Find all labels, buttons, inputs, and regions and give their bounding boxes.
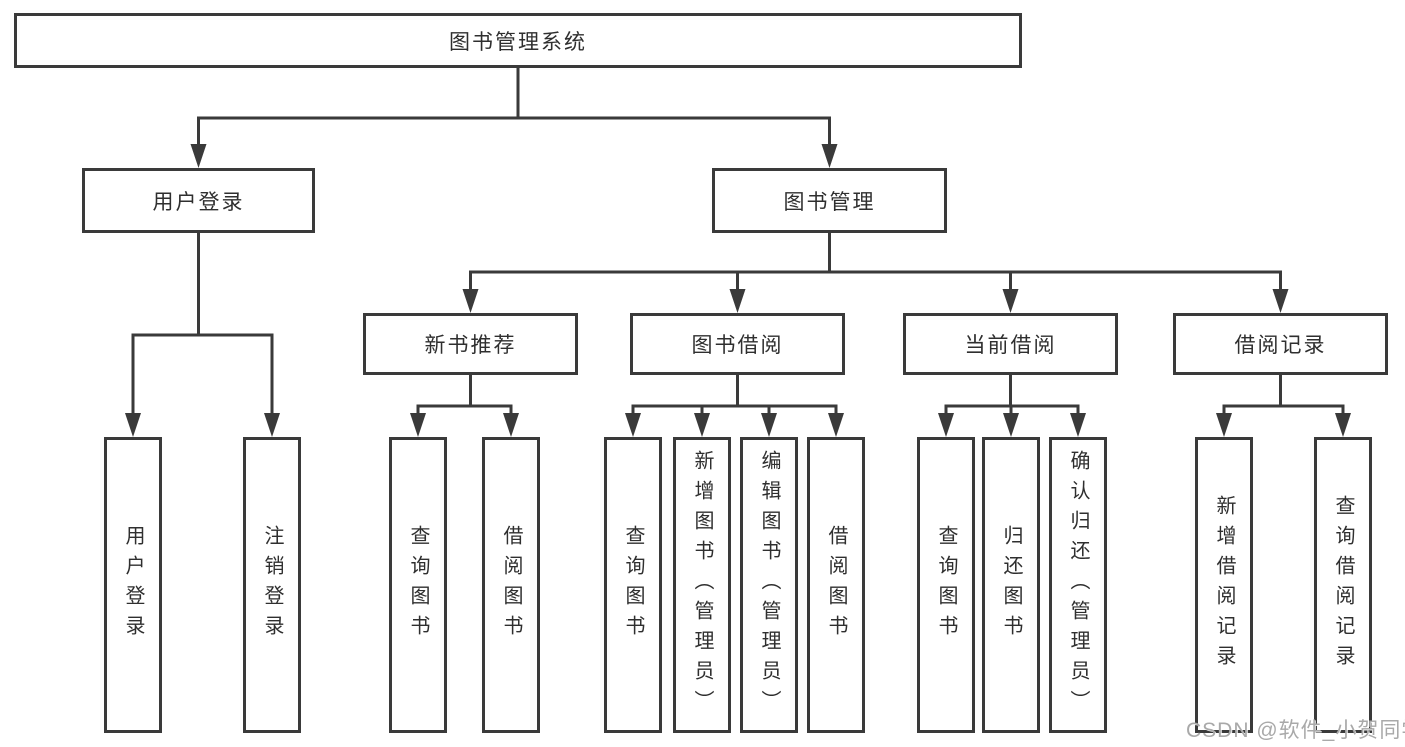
node-leaf-return-books: 归还图书 [982,437,1040,733]
node-leaf-confirm-return-admin: 确认归还（管理员） [1049,437,1107,733]
node-leaf-user-login: 用户登录 [104,437,162,733]
node-borrow-records-label: 借阅记录 [1234,334,1327,357]
node-leaf-logout: 注销登录 [243,437,301,733]
node-root: 图书管理系统 [14,13,1022,68]
node-leaf-return-books-label: 归还图书 [1000,525,1022,645]
node-new-book-recommend-label: 新书推荐 [424,334,517,357]
node-leaf-query-books-recommend-label: 查询图书 [407,525,429,645]
node-book-borrow-label: 图书借阅 [691,334,784,357]
node-leaf-edit-book-admin: 编辑图书（管理员） [740,437,798,733]
node-book-management-label: 图书管理 [783,190,876,214]
node-leaf-borrow-books-recommend-label: 借阅图书 [500,525,522,645]
node-leaf-borrow-books-label: 借阅图书 [825,525,847,645]
node-leaf-add-book-admin-label: 新增图书（管理员） [691,450,713,720]
node-leaf-add-borrow-record-label: 新增借阅记录 [1213,495,1235,675]
node-leaf-query-borrow-record-label: 查询借阅记录 [1332,495,1354,675]
node-user-login: 用户登录 [82,168,315,233]
node-current-borrow: 当前借阅 [903,313,1118,375]
node-leaf-user-login-label: 用户登录 [122,525,144,645]
node-leaf-query-books-recommend: 查询图书 [389,437,447,733]
csdn-watermark: CSDN @软件_小贺同学 [1186,719,1405,742]
node-user-login-label: 用户登录 [152,190,245,214]
node-book-borrow: 图书借阅 [630,313,845,375]
node-leaf-borrow-books: 借阅图书 [807,437,865,733]
node-leaf-query-books-current: 查询图书 [917,437,975,733]
node-leaf-logout-label: 注销登录 [261,525,283,645]
node-leaf-confirm-return-admin-label: 确认归还（管理员） [1067,450,1089,720]
node-new-book-recommend: 新书推荐 [363,313,578,375]
node-current-borrow-label: 当前借阅 [964,334,1057,357]
node-leaf-query-books-borrow: 查询图书 [604,437,662,733]
node-borrow-records: 借阅记录 [1173,313,1388,375]
node-leaf-edit-book-admin-label: 编辑图书（管理员） [758,450,780,720]
node-leaf-add-borrow-record: 新增借阅记录 [1195,437,1253,733]
node-leaf-query-books-current-label: 查询图书 [935,525,957,645]
node-book-management: 图书管理 [712,168,947,233]
node-leaf-add-book-admin: 新增图书（管理员） [673,437,731,733]
node-leaf-query-books-borrow-label: 查询图书 [622,525,644,645]
node-root-label: 图书管理系统 [449,30,587,54]
node-leaf-borrow-books-recommend: 借阅图书 [482,437,540,733]
node-leaf-query-borrow-record: 查询借阅记录 [1314,437,1372,733]
